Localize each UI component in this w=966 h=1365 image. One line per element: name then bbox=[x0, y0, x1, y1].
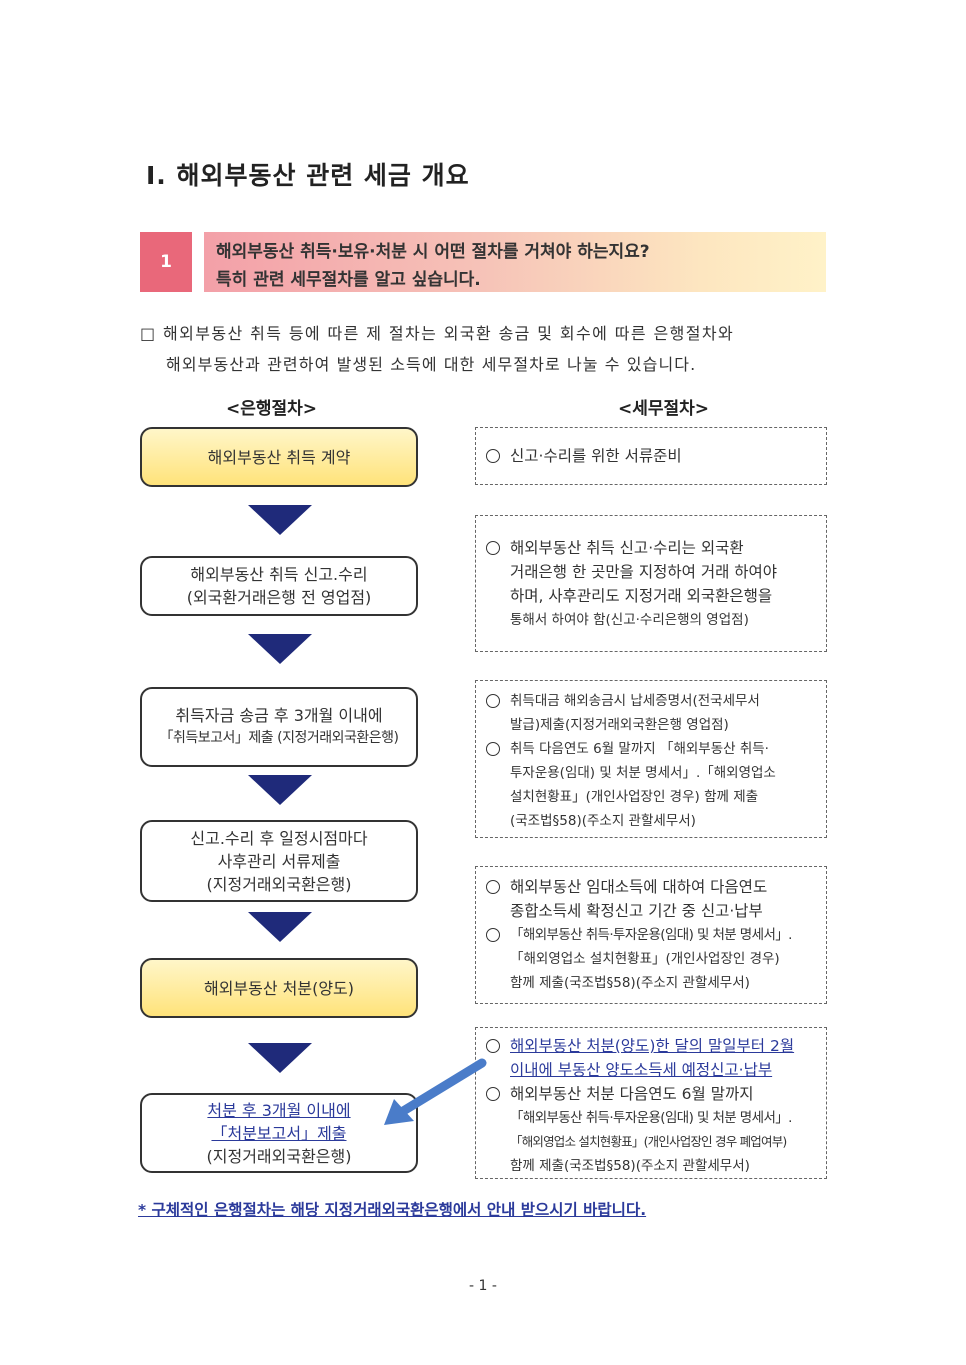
section-title: Ⅰ. 해외부동산 관련 세금 개요 bbox=[146, 161, 470, 190]
tax-item: 해외부동산 처분(양도)한 달의 말일부터 2월 이내에 부동산 양도소득세 예… bbox=[484, 1034, 818, 1082]
down-arrow-icon bbox=[248, 775, 312, 805]
tax-step-acquisition-filing: 취득대금 해외송금시 납세증명서(전국세무서 발급)제출(지정거래외국환은행 영… bbox=[475, 680, 827, 838]
down-arrow-icon bbox=[248, 634, 312, 664]
tax-item: 취득대금 해외송금시 납세증명서(전국세무서 발급)제출(지정거래외국환은행 영… bbox=[484, 689, 818, 737]
tax-item-line: 「해외영업소 설치현황표」(개인사업장인 경우 폐업여부) bbox=[510, 1134, 787, 1149]
bank-step-acquisition-filing: 취득자금 송금 후 3개월 이내에 「취득보고서」제출 (지정거래외국환은행) bbox=[140, 687, 418, 767]
circle-bullet-icon bbox=[486, 541, 500, 555]
bank-step-text: 「취득보고서」제출 (지정거래외국환은행) bbox=[159, 730, 399, 746]
tax-item-line: 해외부동산 임대소득에 대하여 다음연도 bbox=[510, 878, 768, 896]
circle-bullet-icon bbox=[486, 928, 500, 942]
bank-step-text: 「처분보고서」제출 bbox=[211, 1123, 347, 1143]
tax-item-line: 발급)제출(지정거래외국환은행 영업점) bbox=[510, 717, 729, 733]
tax-item-line: 해외부동산 처분(양도)한 달의 말일부터 2월 bbox=[510, 1037, 795, 1055]
bank-step-text: (외국환거래은행 전 영업점) bbox=[186, 588, 372, 607]
question-banner: 해외부동산 취득·보유·처분 시 어떤 절차를 거쳐야 하는지요? 특히 관련 … bbox=[204, 232, 826, 292]
down-arrow-icon bbox=[248, 1043, 312, 1073]
bank-step-text: 취득자금 송금 후 3개월 이내에 bbox=[175, 706, 383, 725]
tax-item: 해외부동산 처분 다음연도 6월 말까지 「해외부동산 취득·투자운용(임대) … bbox=[484, 1082, 818, 1178]
bank-step-text: 처분 후 3개월 이내에 bbox=[207, 1100, 351, 1120]
tax-procedure-header: <세무절차> bbox=[618, 399, 710, 419]
bank-step-text: 해외부동산 취득 신고.수리 bbox=[190, 565, 368, 584]
footnote: * 구체적인 은행절차는 해당 지정거래외국환은행에서 안내 받으시기 바랍니다… bbox=[138, 1201, 647, 1219]
circle-bullet-icon bbox=[486, 694, 500, 708]
tax-item-line: 종합소득세 확정신고 기간 중 신고·납부 bbox=[510, 902, 763, 920]
bank-step-text: 사후관리 서류제출 bbox=[217, 851, 341, 871]
tax-item-line: 함께 제출(국조법§58)(주소지 관할세무서) bbox=[510, 1158, 750, 1174]
down-arrow-icon bbox=[248, 505, 312, 535]
tax-step-rental-income: 해외부동산 임대소득에 대하여 다음연도 종합소득세 확정신고 기간 중 신고·… bbox=[475, 866, 827, 1004]
tax-item-line: 투자운용(임대) 및 처분 명세서」.「해외영업소 bbox=[510, 765, 776, 781]
tax-item-line: 취득 다음연도 6월 말까지 「해외부동산 취득· bbox=[510, 741, 769, 757]
question-number-badge: 1 bbox=[140, 232, 192, 292]
tax-item-line: 하며, 사후관리도 지정거래 외국환은행을 bbox=[510, 587, 773, 605]
circle-bullet-icon bbox=[486, 742, 500, 756]
bank-procedure-header: <은행절차> bbox=[226, 399, 318, 419]
tax-step-document-prep: 신고·수리를 위한 서류준비 bbox=[475, 427, 827, 485]
bank-step-acquisition-contract: 해외부동산 취득 계약 bbox=[140, 427, 418, 487]
tax-item-line: (국조법§58)(주소지 관할세무서) bbox=[510, 813, 696, 829]
bank-step-acquisition-report: 해외부동산 취득 신고.수리 (외국환거래은행 전 영업점) bbox=[140, 556, 418, 616]
circle-bullet-icon bbox=[486, 880, 500, 894]
bank-step-text: 해외부동산 처분(양도) bbox=[203, 978, 355, 998]
tax-item-line: 해외부동산 취득 신고·수리는 외국환 bbox=[510, 539, 744, 557]
bank-step-text: 해외부동산 취득 계약 bbox=[207, 447, 351, 467]
tax-item-line: 「해외영업소 설치현황표」(개인사업장인 경우) bbox=[510, 951, 780, 967]
tax-step-disposal: 해외부동산 처분(양도)한 달의 말일부터 2월 이내에 부동산 양도소득세 예… bbox=[475, 1027, 827, 1179]
tax-item-line: 이내에 부동산 양도소득세 예정신고·납부 bbox=[510, 1061, 773, 1079]
question-line-1: 해외부동산 취득·보유·처분 시 어떤 절차를 거쳐야 하는지요? bbox=[216, 242, 650, 262]
tax-item-line: 신고·수리를 위한 서류준비 bbox=[510, 447, 682, 465]
tax-item-line: 함께 제출(국조법§58)(주소지 관할세무서) bbox=[510, 975, 750, 991]
circle-bullet-icon bbox=[486, 449, 500, 463]
circle-bullet-icon bbox=[486, 1039, 500, 1053]
tax-item: 취득 다음연도 6월 말까지 「해외부동산 취득· 투자운용(임대) 및 처분 … bbox=[484, 737, 818, 833]
intro-paragraph: □ 해외부동산 취득 등에 따른 제 절차는 외국환 송금 및 회수에 따른 은… bbox=[140, 318, 830, 380]
page-number: - 1 - bbox=[469, 1278, 497, 1294]
pointer-arrow-icon bbox=[384, 1058, 487, 1125]
bank-step-follow-up: 신고.수리 후 일정시점마다 사후관리 서류제출 (지정거래외국환은행) bbox=[140, 820, 418, 902]
tax-item-line: 「해외부동산 취득·투자운용(임대) 및 처분 명세서」. bbox=[510, 1110, 792, 1126]
tax-item-line: 설치현황표」(개인사업장인 경우) 함께 제출 bbox=[510, 789, 759, 805]
bank-step-disposal-report: 처분 후 3개월 이내에 「처분보고서」제출 (지정거래외국환은행) bbox=[140, 1093, 418, 1173]
intro-line-2: 해외부동산과 관련하여 발생된 소득에 대한 세무절차로 나눌 수 있습니다. bbox=[166, 355, 697, 374]
bank-step-disposal: 해외부동산 처분(양도) bbox=[140, 958, 418, 1018]
tax-item-line: 통해서 하여야 함(신고·수리은행의 영업점) bbox=[510, 612, 749, 628]
tax-item-line: 거래은행 한 곳만을 지정하여 거래 하여야 bbox=[510, 563, 778, 581]
tax-item-line: 해외부동산 처분 다음연도 6월 말까지 bbox=[510, 1085, 754, 1103]
tax-item-line: 취득대금 해외송금시 납세증명서(전국세무서 bbox=[510, 693, 760, 709]
bank-step-text: 신고.수리 후 일정시점마다 bbox=[190, 828, 368, 848]
intro-line-1: □ 해외부동산 취득 등에 따른 제 절차는 외국환 송금 및 회수에 따른 은… bbox=[140, 324, 735, 343]
tax-step-acquisition-report: 해외부동산 취득 신고·수리는 외국환 거래은행 한 곳만을 지정하여 거래 하… bbox=[475, 515, 827, 652]
circle-bullet-icon bbox=[486, 1087, 500, 1101]
question-line-2: 특히 관련 세무절차를 알고 싶습니다. bbox=[216, 270, 481, 290]
tax-item: 신고·수리를 위한 서류준비 bbox=[484, 444, 818, 468]
tax-item: 해외부동산 취득 신고·수리는 외국환 거래은행 한 곳만을 지정하여 거래 하… bbox=[484, 536, 818, 632]
tax-item: 해외부동산 임대소득에 대하여 다음연도 종합소득세 확정신고 기간 중 신고·… bbox=[484, 875, 818, 923]
tax-item-line: 「해외부동산 취득·투자운용(임대) 및 처분 명세서」. bbox=[510, 927, 792, 943]
bank-step-text: (지정거래외국환은행) bbox=[206, 874, 352, 894]
tax-item: 「해외부동산 취득·투자운용(임대) 및 처분 명세서」. 「해외영업소 설치현… bbox=[484, 923, 818, 995]
bank-step-text: (지정거래외국환은행) bbox=[206, 1146, 352, 1166]
down-arrow-icon bbox=[248, 912, 312, 942]
